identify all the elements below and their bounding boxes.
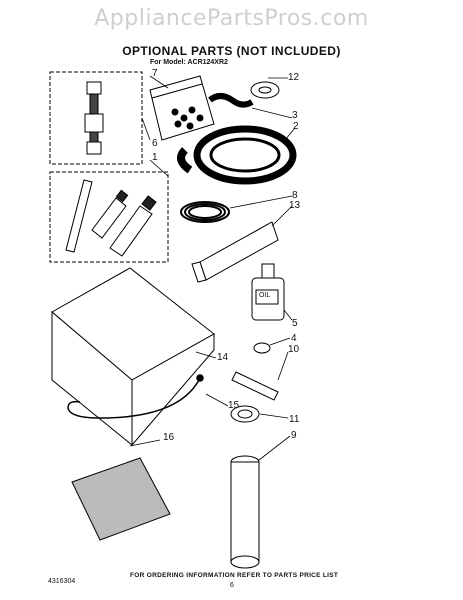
- tube-small: [91, 189, 129, 239]
- page-title: OPTIONAL PARTS (NOT INCLUDED): [122, 44, 341, 58]
- ordering-note: FOR ORDERING INFORMATION REFER TO PARTS …: [130, 572, 339, 579]
- foam-block: [191, 221, 279, 283]
- callout-7: 7: [152, 68, 158, 79]
- callout-2: 2: [293, 121, 299, 132]
- oil-label: OIL: [259, 292, 271, 299]
- hardware-bag: [149, 75, 215, 141]
- gasket: [253, 342, 271, 354]
- callout-15: 15: [228, 400, 240, 411]
- applicator-stick: [65, 179, 93, 253]
- oil-bottle: [251, 263, 285, 321]
- callout-11: 11: [289, 414, 300, 425]
- wire-coil: [180, 201, 230, 223]
- callout-6: 6: [152, 138, 158, 149]
- model-subtitle: For Model: ACR124XR2: [150, 59, 228, 66]
- callout-13: 13: [289, 200, 301, 211]
- tube-large: [109, 195, 157, 257]
- callout-3: 3: [292, 110, 298, 121]
- foam-strip-3: [208, 93, 254, 108]
- page-number: 6: [230, 582, 234, 589]
- coil-strip: [177, 125, 297, 185]
- callout-10: 10: [288, 344, 300, 355]
- callout-8: 8: [292, 190, 298, 201]
- ring-11: [230, 405, 260, 423]
- tape-roll-12: [250, 81, 280, 99]
- window-cover: [51, 267, 215, 447]
- site-watermark: AppliancePartsPros.com: [94, 6, 369, 31]
- callout-5: 5: [292, 318, 298, 329]
- filter-pad: [71, 457, 171, 541]
- callout-16: 16: [163, 432, 175, 443]
- spray-can: [230, 455, 260, 569]
- callout-4: 4: [291, 333, 297, 344]
- sealant-tube: [231, 371, 279, 401]
- leader-lines: [129, 75, 296, 461]
- doc-number: 4316304: [48, 578, 76, 585]
- dashed-box-tubes: [49, 171, 169, 263]
- callout-9: 9: [291, 430, 297, 441]
- cord: [67, 374, 204, 419]
- callout-12: 12: [288, 72, 300, 83]
- callout-1: 1: [152, 152, 158, 163]
- callout-14: 14: [217, 352, 229, 363]
- drain-fitting-illustration: [84, 81, 104, 155]
